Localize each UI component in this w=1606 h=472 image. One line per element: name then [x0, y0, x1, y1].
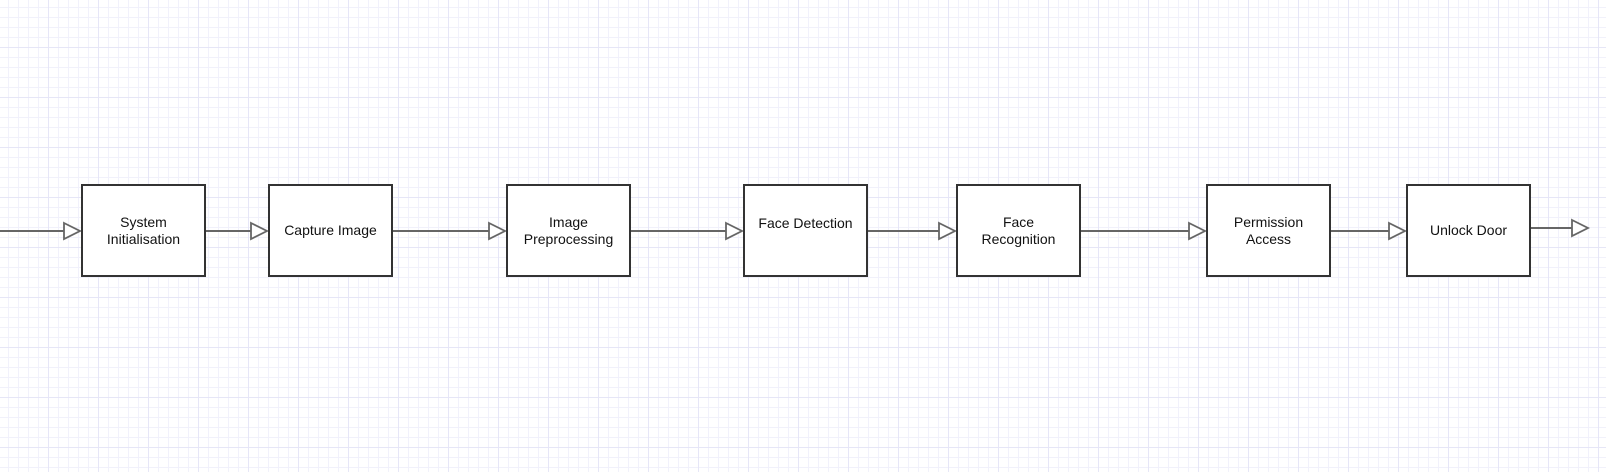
node-label: Image Preprocessing — [523, 213, 614, 247]
node-face-recognition[interactable]: Face Recognition — [956, 184, 1081, 277]
node-system-initialisation[interactable]: System Initialisation — [81, 184, 206, 277]
node-permission-access[interactable]: Permission Access — [1206, 184, 1331, 277]
arrowhead-icon — [1188, 221, 1208, 241]
node-image-preprocessing[interactable]: Image Preprocessing — [506, 184, 631, 277]
node-face-detection[interactable]: Face Detection — [743, 184, 868, 277]
arrowhead-icon — [725, 221, 745, 241]
node-label: System Initialisation — [106, 213, 181, 247]
node-label: Face Recognition — [981, 213, 1056, 247]
node-label: Permission Access — [1233, 213, 1304, 247]
arrowhead-icon — [488, 221, 508, 241]
node-unlock-door[interactable]: Unlock Door — [1406, 184, 1531, 277]
node-capture-image[interactable]: Capture Image — [268, 184, 393, 277]
node-label: Unlock Door — [1429, 222, 1508, 238]
arrowhead-icon — [1388, 221, 1408, 241]
arrowhead-icon — [63, 221, 83, 241]
node-label: Capture Image — [284, 222, 377, 238]
arrowhead-icon — [938, 221, 958, 241]
arrowhead-icon — [250, 221, 270, 241]
node-label: Face Detection — [758, 215, 853, 231]
arrowhead-icon — [1571, 218, 1591, 238]
